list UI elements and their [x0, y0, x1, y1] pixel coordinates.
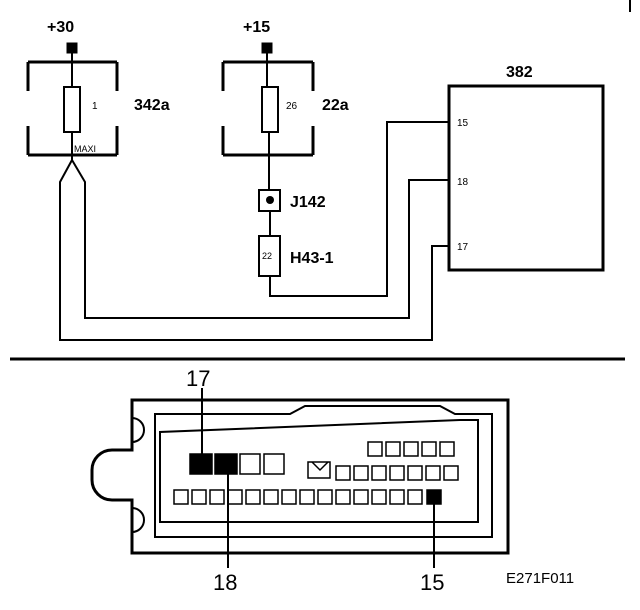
control-unit-label: 382 [506, 64, 533, 81]
wire-to-pin-18 [71, 159, 449, 319]
connector-housing [90, 398, 510, 555]
schematic [10, 0, 631, 361]
splice-label-j142: J142 [290, 194, 326, 211]
wire-to-pin-17 [59, 159, 449, 341]
pin-label-17: 17 [457, 242, 469, 253]
supply-terminal-30 [66, 42, 78, 54]
connector-inner-outline [154, 405, 493, 538]
supply-label-15: +15 [243, 19, 270, 36]
fuse-box-342a [26, 60, 119, 157]
pin-label-18: 18 [457, 177, 469, 188]
connector-label-h43-1: H43-1 [290, 250, 334, 267]
callout-label-15: 15 [420, 570, 444, 595]
supply-terminal-15 [261, 42, 273, 54]
callout-label-17: 17 [186, 366, 210, 391]
connector-pin-22: 22 [262, 251, 272, 261]
supply-label-30: +30 [47, 19, 74, 36]
fuse-label-22a: 22a [322, 97, 349, 114]
pin-cavity-region [159, 419, 479, 523]
pin-grid [173, 441, 459, 505]
fuse-element-1 [63, 86, 81, 133]
connector-face [90, 388, 510, 568]
control-unit-382 [447, 84, 605, 272]
fuse-number-1: 1 [92, 101, 98, 112]
fuse-number-26: 26 [286, 101, 298, 112]
pin-label-15: 15 [457, 118, 469, 129]
fuse-type-label: MAXI [74, 144, 96, 154]
wire-to-pin-15 [269, 121, 449, 297]
figure-code: E271F011 [506, 570, 574, 587]
fuse-element-26 [261, 86, 279, 133]
callout-label-18: 18 [213, 570, 237, 595]
fuse-label-342a: 342a [134, 97, 170, 114]
pin-18 [214, 453, 238, 475]
